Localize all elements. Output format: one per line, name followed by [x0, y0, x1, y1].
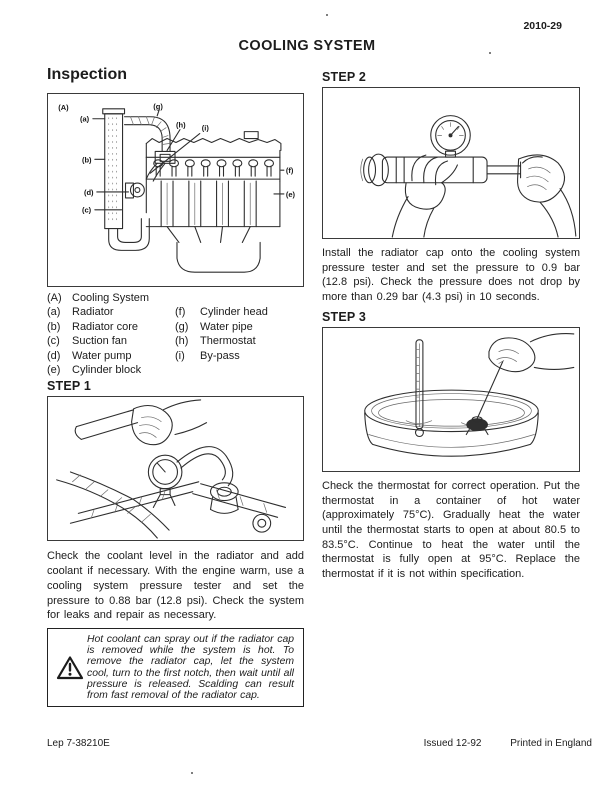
part-label: Water pipe: [200, 320, 253, 333]
callout-f: (f): [286, 166, 294, 175]
part-key: (c): [47, 335, 60, 348]
figure-step2-cap-test: [322, 87, 580, 239]
part-label: Cylinder head: [200, 306, 268, 319]
figure-cooling-system-diagram: (A) (a) (g) (h) (i) (b) (d) (c) (f) (e): [47, 93, 304, 287]
warning-triangle-icon: [53, 655, 87, 681]
cooling-system-diagram-drawing: (A) (a) (g) (h) (i) (b) (d) (c) (f) (e): [58, 102, 296, 273]
part-key: (a): [47, 306, 61, 319]
page-footer: Lep 7-38210E Issued 12-92 Printed in Eng…: [47, 738, 592, 749]
callout-d: (d): [84, 188, 94, 197]
callout-h: (h): [176, 121, 186, 130]
parts-row: (c) Suction fan (h) Thermostat: [47, 334, 304, 348]
step1-body: Check the coolant level in the radiator …: [47, 550, 304, 622]
part-label: Cylinder block: [72, 364, 142, 377]
callout-g: (g): [153, 102, 163, 111]
warning-box: Hot coolant can spray out if the radiato…: [47, 627, 304, 708]
footer-issued: Issued 12-92: [423, 738, 482, 749]
parts-row: (A) Cooling System: [47, 291, 304, 305]
callout-a: (a): [80, 115, 90, 124]
parts-list: (A) Cooling System (a) Radiator (f) Cylinde…: [47, 291, 304, 377]
parts-row: (d) Water pump (i) By-pass: [47, 349, 304, 363]
part-key: (f): [175, 306, 186, 319]
scan-speck: [326, 14, 328, 16]
step2-drawing: [360, 115, 577, 238]
callout-c: (c): [82, 206, 92, 215]
part-key: (b): [47, 320, 61, 333]
part-label: Suction fan: [72, 335, 128, 348]
step1-heading: STEP 1: [47, 379, 92, 394]
footer-publication-code: Lep 7-38210E: [47, 738, 110, 749]
callout-e: (e): [286, 190, 296, 199]
left-column: Inspection: [47, 66, 304, 708]
footer-printed: Printed in England: [510, 738, 592, 749]
part-label: Water pump: [72, 349, 132, 362]
parts-row: (a) Radiator (f) Cylinder head: [47, 305, 304, 319]
callout-i: (i): [202, 124, 210, 133]
callout-b: (b): [82, 155, 92, 164]
part-key: (g): [175, 320, 189, 333]
figure-step3-thermostat-test: [322, 326, 580, 472]
step2-heading: STEP 2: [322, 70, 367, 84]
parts-row: (e) Cylinder block: [47, 363, 304, 377]
step3-body: Check the thermostat for correct operati…: [322, 479, 580, 581]
step3-heading: STEP 3: [322, 309, 367, 324]
scan-speck: [191, 772, 193, 774]
right-column: STEP 2: [322, 70, 580, 582]
callout-A: (A): [58, 103, 69, 112]
step2-body: Install the radiator cap onto the coolin…: [322, 247, 580, 304]
section-heading: Inspection: [47, 66, 128, 83]
part-key: (i): [175, 349, 185, 362]
step1-drawing: [56, 399, 287, 540]
part-label: Cooling System: [72, 292, 150, 304]
part-key: (d): [47, 349, 61, 362]
part-label: Radiator core: [72, 320, 139, 333]
step3-drawing: [364, 332, 575, 457]
part-label: By-pass: [200, 349, 240, 362]
figure-step1-pressure-test: [47, 396, 304, 542]
part-key: (h): [175, 335, 189, 348]
part-label: Thermostat: [200, 335, 256, 348]
parts-row: (b) Radiator core (g) Water pipe: [47, 320, 304, 334]
part-key: (A): [47, 292, 62, 304]
page-title: COOLING SYSTEM: [238, 38, 376, 54]
page-number: 2010-29: [523, 20, 562, 32]
scan-speck: [489, 52, 491, 54]
warning-text: Hot coolant can spray out if the radiato…: [87, 633, 294, 701]
part-label: Radiator: [72, 306, 114, 319]
part-key: (e): [47, 364, 61, 377]
